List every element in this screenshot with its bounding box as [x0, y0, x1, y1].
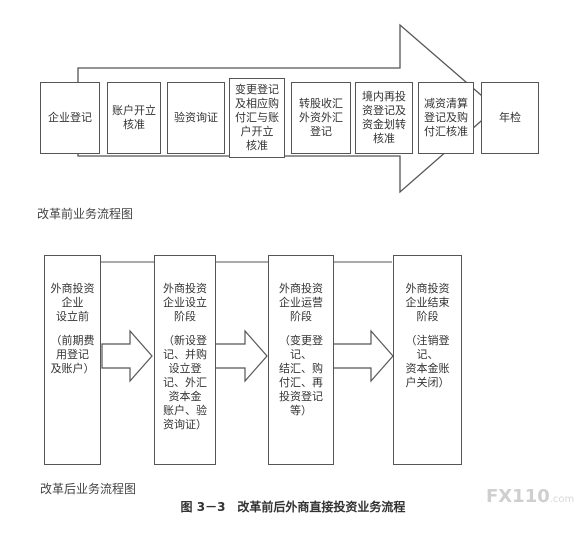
- after-stage-3: 外商投资 企业运营 阶段 （变更登记、 结汇、购 付汇、再 投资登记 等）: [268, 255, 334, 465]
- before-step-5: 转股收汇 外资外汇 登记: [291, 82, 351, 154]
- before-step-8: 年检: [481, 82, 539, 154]
- stage-arrow-3: [332, 329, 394, 383]
- figure-caption: 图 3－3 改革前后外商直接投资业务流程: [180, 500, 406, 514]
- before-step-3: 验资询证: [167, 82, 225, 154]
- after-stage-4-detail: （注销登记、 资本金账 户关闭）: [405, 334, 450, 389]
- stage-arrow-2: [214, 329, 268, 383]
- before-step-1: 企业登记: [40, 82, 100, 154]
- after-stage-2-title: 外商投资 企业设立 阶段: [163, 282, 207, 323]
- after-stage-1: 外商投资 企业 设立前 （前期费 用登记 及账户）: [44, 255, 101, 465]
- after-stage-4-title: 外商投资 企业结束 阶段: [405, 282, 450, 323]
- before-step-2: 账户开立 核准: [107, 82, 161, 154]
- before-flow-label: 改革前业务流程图: [37, 207, 134, 221]
- after-stage-3-detail: （变更登记、 结汇、购 付汇、再 投资登记 等）: [279, 334, 323, 417]
- before-step-7: 减资清算 登记及购 付汇核准: [418, 82, 474, 154]
- after-flow-label: 改革后业务流程图: [40, 482, 137, 496]
- before-step-6: 境内再投 资登记及 资金划转 核准: [355, 82, 413, 154]
- after-stage-1-title: 外商投资 企业 设立前: [50, 282, 95, 323]
- stage-arrow-1: [101, 329, 153, 383]
- after-stage-3-title: 外商投资 企业运营 阶段: [279, 282, 323, 323]
- before-step-4: 变更登记 及相应购 付汇与账 户开立 核准: [229, 78, 285, 158]
- after-stage-4: 外商投资 企业结束 阶段 （注销登记、 资本金账 户关闭）: [393, 255, 462, 465]
- after-stage-2-detail: （新设登 记、并购 设立登 记、外汇 资本金 账户、验 资询证）: [163, 334, 207, 431]
- after-stage-1-detail: （前期费 用登记 及账户）: [50, 334, 95, 375]
- watermark-logo: FX110.com: [486, 486, 575, 507]
- after-stage-2: 外商投资 企业设立 阶段 （新设登 记、并购 设立登 记、外汇 资本金 账户、验…: [154, 255, 216, 465]
